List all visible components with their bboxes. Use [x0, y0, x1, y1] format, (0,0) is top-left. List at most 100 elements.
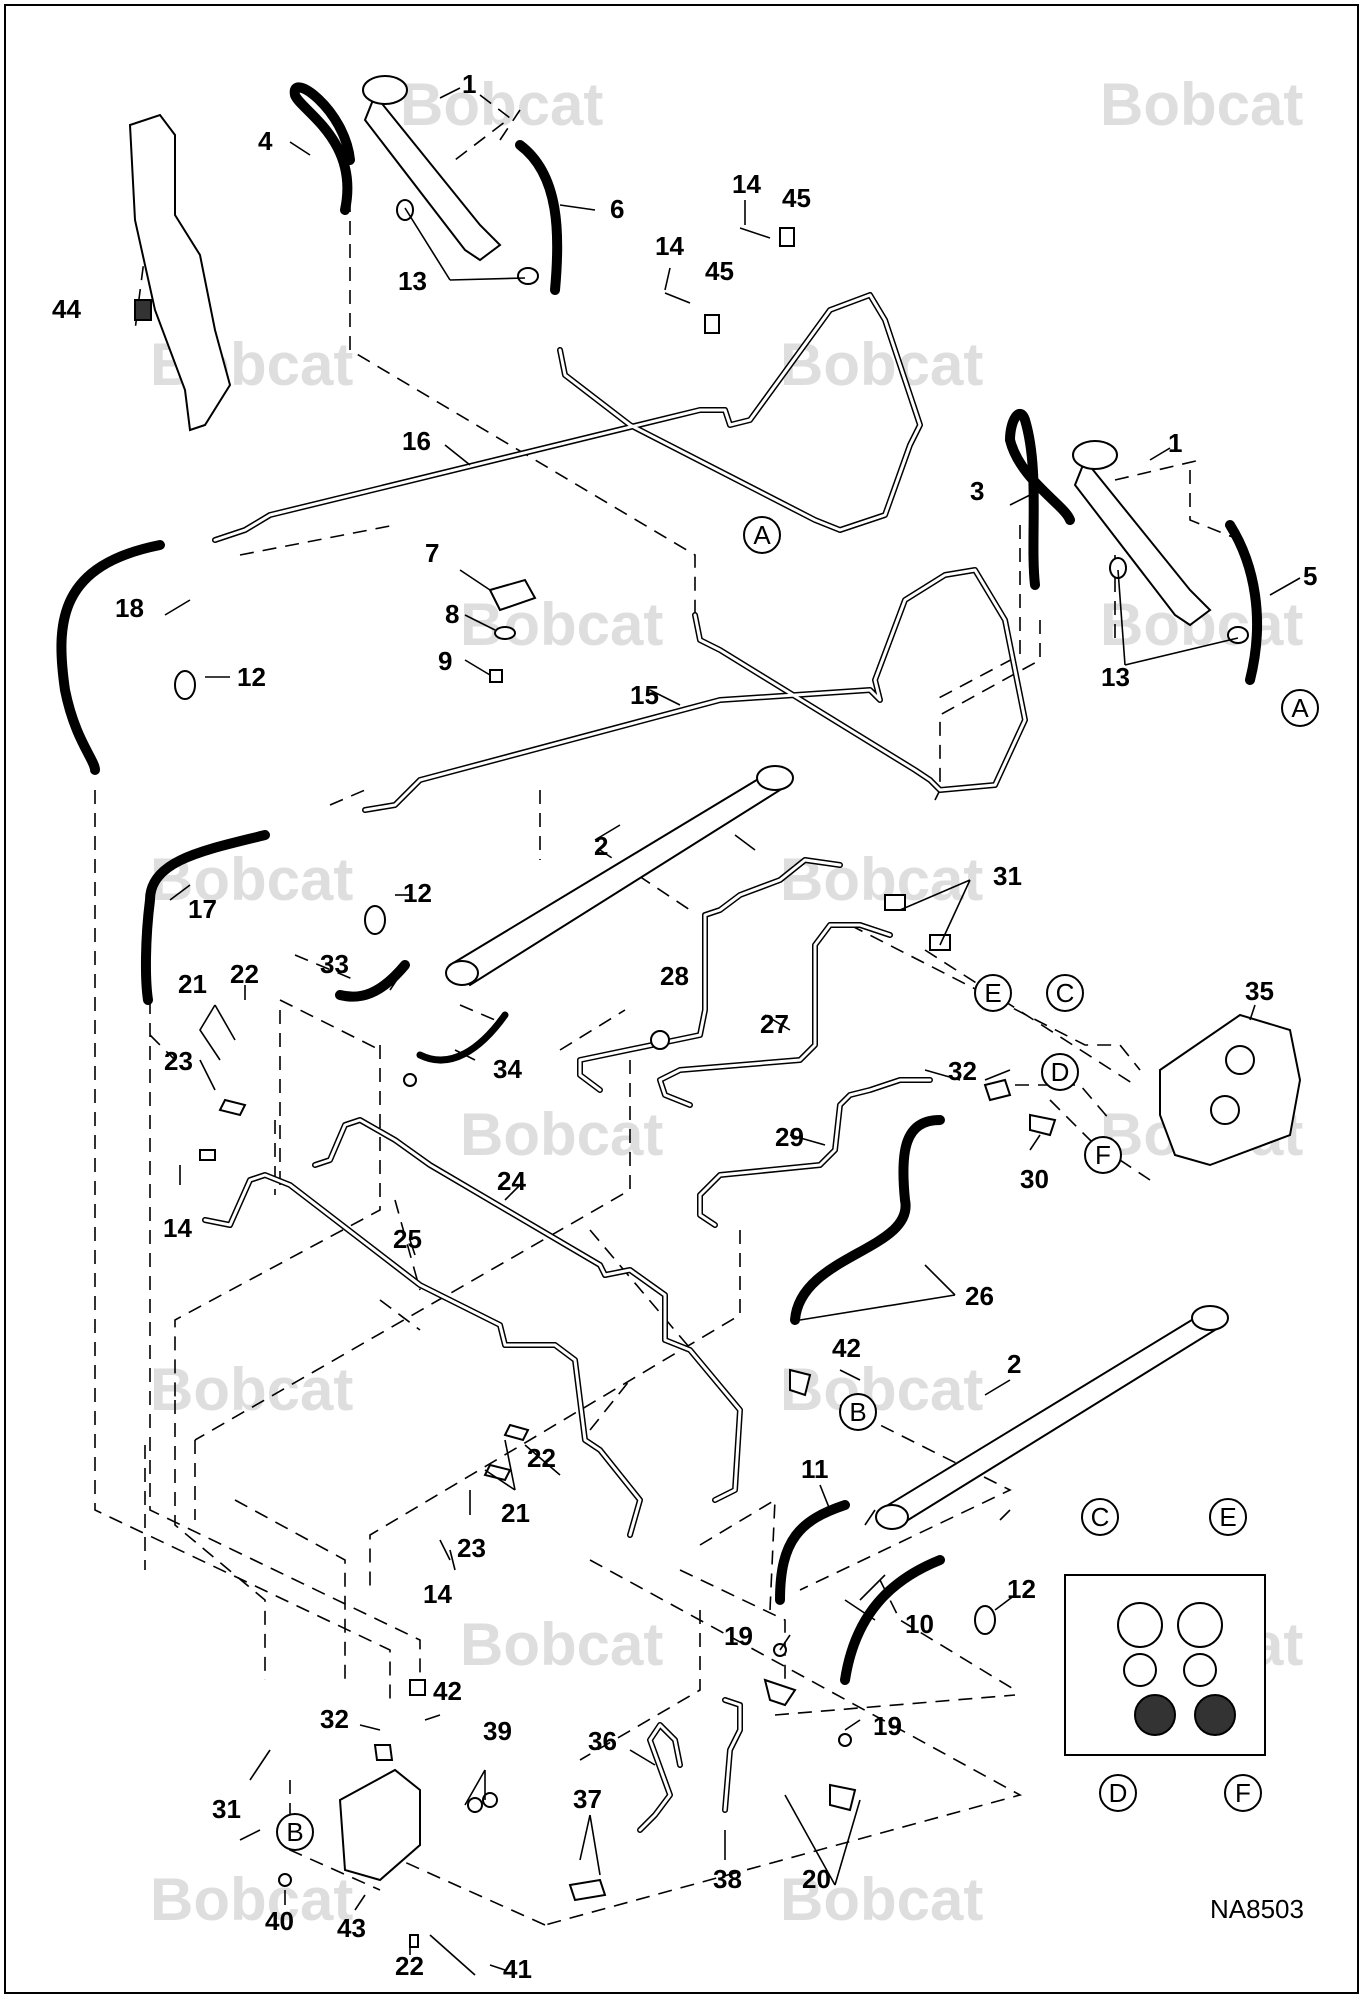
callout: 18	[115, 593, 144, 623]
callout: 9	[438, 646, 452, 676]
bubble-e-inset: E	[1209, 1498, 1247, 1536]
cylinder-upper-right	[1072, 440, 1212, 627]
svg-text:B: B	[849, 1397, 866, 1427]
control-valve-inset	[1064, 1574, 1266, 1756]
callout: 30	[1020, 1164, 1049, 1194]
watermark: Bobcat	[1100, 71, 1303, 138]
bubble-c-inset: C	[1081, 1498, 1119, 1536]
svg-text:E: E	[984, 978, 1001, 1008]
svg-text:D: D	[1109, 1778, 1128, 1808]
drawing-code: NA8503	[1210, 1894, 1304, 1924]
callout: 2	[594, 831, 608, 861]
callout: 5	[1303, 561, 1317, 591]
callout: 45	[782, 183, 811, 213]
callout: 7	[425, 538, 439, 568]
watermark: Bobcat	[400, 71, 603, 138]
callout: 8	[445, 599, 459, 629]
callout: 42	[433, 1676, 462, 1706]
callout: 31	[993, 861, 1022, 891]
callout: 44	[52, 294, 81, 324]
bubble-b-mid: B	[839, 1393, 877, 1431]
callout: 28	[660, 961, 689, 991]
callout: 3	[970, 476, 984, 506]
callout: 26	[965, 1281, 994, 1311]
callout: 43	[337, 1913, 366, 1943]
watermark: Bobcat	[150, 1356, 353, 1423]
svg-text:F: F	[1095, 1140, 1111, 1170]
callout: 35	[1245, 976, 1274, 1006]
callout: 31	[212, 1794, 241, 1824]
callout: 39	[483, 1716, 512, 1746]
control-valve-small	[1159, 1013, 1302, 1167]
callout: 41	[503, 1954, 532, 1984]
callout: 29	[775, 1122, 804, 1152]
cylinder-middle	[445, 765, 794, 987]
callout: 32	[320, 1704, 349, 1734]
callout: 14	[423, 1579, 452, 1609]
callout: 37	[573, 1784, 602, 1814]
callout: 11	[801, 1454, 829, 1484]
callout: 32	[948, 1056, 977, 1086]
callout: 12	[237, 662, 266, 692]
bubble-f-mid: F	[1084, 1136, 1122, 1174]
callout: 22	[395, 1951, 424, 1981]
svg-text:C: C	[1091, 1502, 1110, 1532]
cylinder-lower	[875, 1305, 1229, 1530]
callout: 40	[265, 1906, 294, 1936]
callout: 12	[1007, 1574, 1036, 1604]
callout: 12	[403, 878, 432, 908]
bubble-b-lower: B	[276, 1813, 314, 1851]
watermark: Bobcat	[780, 1356, 983, 1423]
callout: 19	[724, 1621, 753, 1651]
bubble-e-mid: E	[974, 974, 1012, 1012]
callout: 2	[1007, 1349, 1021, 1379]
callout: 15	[630, 680, 659, 710]
callout: 1	[462, 69, 476, 99]
bubble-a-upper: A	[743, 516, 781, 554]
bracket-mount	[128, 113, 232, 432]
callout: 23	[164, 1046, 193, 1076]
steel-tubes	[202, 292, 1028, 1833]
reference-bubbles: A A B B C C D D	[276, 516, 1319, 1851]
callout: 21	[501, 1498, 530, 1528]
callout: 14	[163, 1213, 192, 1243]
callout: 21	[178, 969, 207, 999]
part-callouts: 1 1 2 2 3 4 5 6 7 8 9 10 11 12 12 12 13 …	[52, 69, 1317, 1984]
bubble-f-inset: F	[1224, 1774, 1262, 1812]
leader-lines	[164, 87, 1301, 1971]
hoses	[56, 82, 1263, 1685]
callout: 14	[655, 231, 684, 261]
watermark: Bobcat	[150, 1866, 353, 1933]
callout: 14	[732, 169, 761, 199]
callout: 4	[258, 126, 273, 156]
callout: 20	[802, 1864, 831, 1894]
callout: 22	[230, 959, 259, 989]
callout: 6	[610, 194, 624, 224]
callout: 13	[1101, 662, 1130, 692]
svg-text:E: E	[1219, 1502, 1236, 1532]
svg-text:C: C	[1056, 978, 1075, 1008]
bubble-a-right: A	[1281, 689, 1319, 727]
svg-text:F: F	[1235, 1778, 1251, 1808]
bubble-d-mid: D	[1041, 1053, 1079, 1091]
watermark: Bobcat	[460, 1611, 663, 1678]
svg-text:D: D	[1051, 1057, 1070, 1087]
callout: 23	[457, 1533, 486, 1563]
callout: 25	[393, 1224, 422, 1254]
callout: 34	[493, 1054, 522, 1084]
svg-text:A: A	[753, 520, 771, 550]
callout: 17	[188, 894, 217, 924]
callout: 42	[832, 1333, 861, 1363]
bubble-c-mid: C	[1046, 974, 1084, 1012]
callout: 19	[873, 1711, 902, 1741]
watermark: Bobcat	[780, 1866, 983, 1933]
watermark: Bobcat	[780, 331, 983, 398]
callout: 33	[320, 949, 349, 979]
assembly-dash-lines	[94, 94, 1241, 1926]
callout: 45	[705, 256, 734, 286]
callout: 22	[527, 1443, 556, 1473]
svg-text:B: B	[286, 1817, 303, 1847]
lower-valve-block	[338, 1768, 421, 1882]
callout: 36	[588, 1726, 617, 1756]
